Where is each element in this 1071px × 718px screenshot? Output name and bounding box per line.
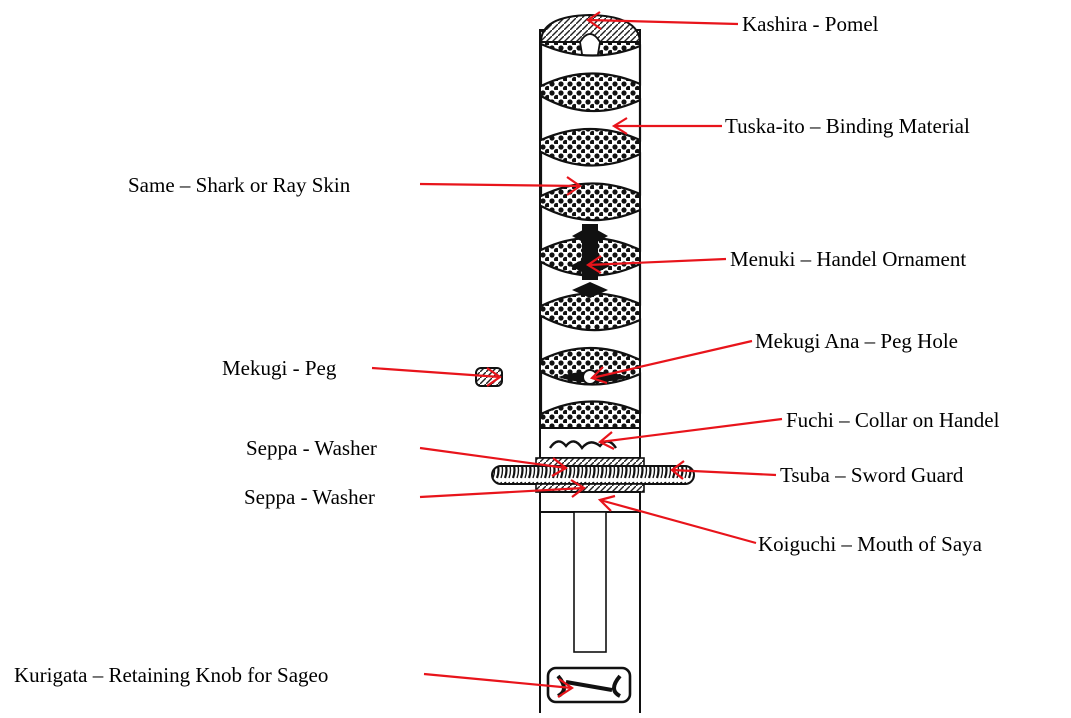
label-kashira: Kashira - Pomel [742, 12, 879, 36]
label-same: Same – Shark or Ray Skin [128, 173, 351, 197]
sword-handle-illustration [475, 13, 695, 713]
menuki-ornament [582, 224, 598, 280]
leader-same [419, 176, 582, 196]
label-fuchi: Fuchi – Collar on Handel [786, 408, 1000, 432]
label-tsuba: Tsuba – Sword Guard [780, 463, 964, 487]
label-mekugi: Mekugi - Peg [222, 356, 337, 380]
tsuba-guard [491, 465, 695, 485]
leader-kashira [586, 11, 739, 30]
leader-koiguchi [597, 494, 757, 545]
seppa-upper [535, 457, 645, 467]
saya-scabbard [539, 512, 641, 713]
leader-seppa-upper [419, 446, 568, 477]
koiguchi-mouth [539, 491, 641, 513]
leader-mekugi [371, 366, 502, 387]
leader-kurigata [423, 672, 574, 698]
label-tsuka-ito: Tuska-ito – Binding Material [725, 114, 970, 138]
label-seppa-lower: Seppa - Washer [244, 485, 375, 509]
leader-seppa-lower [419, 479, 586, 499]
part-labels: Kashira - Pomel Tuska-ito – Binding Mate… [14, 12, 1000, 687]
label-koiguchi: Koiguchi – Mouth of Saya [758, 532, 983, 556]
saya-inner-groove [573, 511, 607, 653]
leader-menuki [585, 255, 727, 274]
label-mekugi-ana: Mekugi Ana – Peg Hole [755, 329, 958, 353]
leader-tsuka-ito [611, 117, 722, 135]
leader-mekugi-ana [589, 339, 753, 385]
label-kurigata: Kurigata – Retaining Knob for Sageo [14, 663, 328, 687]
label-seppa-upper: Seppa - Washer [246, 436, 377, 460]
leader-lines [371, 11, 783, 698]
label-menuki: Menuki – Handel Ornament [730, 247, 966, 271]
leader-fuchi [598, 417, 783, 450]
leader-tsuba [670, 460, 777, 480]
